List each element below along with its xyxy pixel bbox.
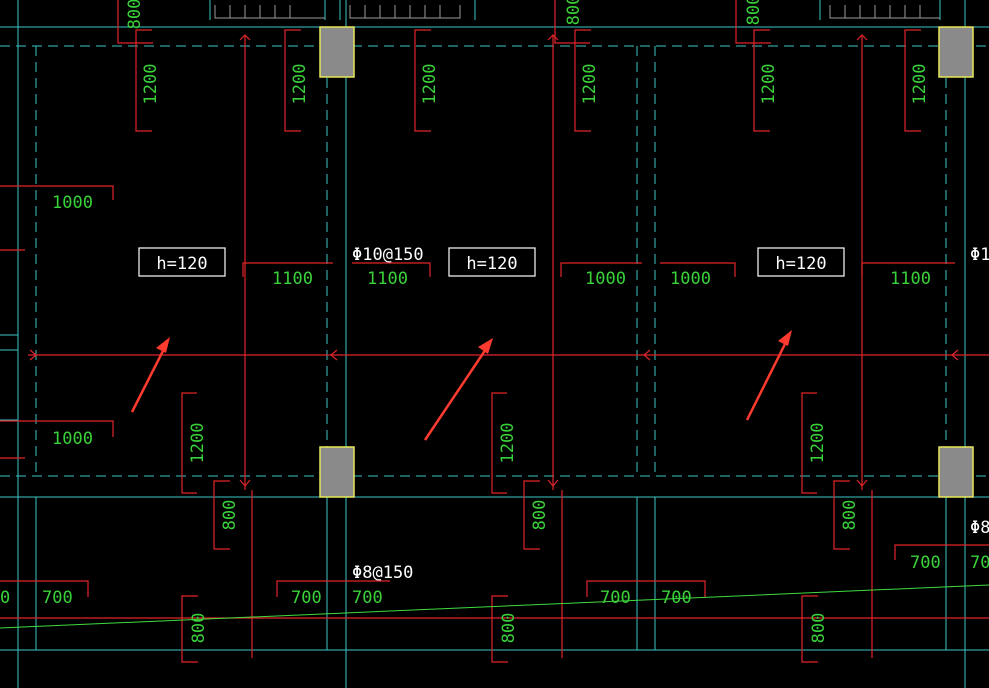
dimension-label: 700 — [352, 588, 383, 608]
rebar-spec-label: Φ1 — [970, 245, 989, 265]
dimension-label: 1200 — [580, 64, 600, 105]
rebar-lines — [0, 0, 989, 663]
slab-thickness-tags[interactable]: h=120 h=120 h=120 — [138, 247, 845, 277]
dimension-label: 1200 — [498, 423, 518, 464]
slab-thickness-label: h=120 — [156, 254, 207, 274]
dimension-label: 800 — [125, 0, 145, 29]
slab-thickness-label: h=120 — [466, 254, 517, 274]
dimension-label: 700 — [661, 588, 692, 608]
dimension-label: 700 — [600, 588, 631, 608]
dimension-label: 1200 — [910, 64, 930, 105]
dimension-label: 1200 — [808, 423, 828, 464]
dimension-label: 1200 — [141, 64, 161, 105]
annotation-arrow — [423, 345, 490, 441]
slab-tag-box[interactable] — [757, 247, 845, 277]
dimension-label: 1000 — [52, 193, 93, 213]
dimension-label: 700 — [910, 553, 941, 573]
dimension-label: 1200 — [420, 64, 440, 105]
dimension-label: 70 — [970, 553, 989, 573]
slab-tag-box[interactable] — [448, 247, 536, 277]
rebar-spec-label: Φ10@150 — [352, 245, 424, 265]
dimension-label: 1200 — [290, 64, 310, 105]
dimension-label: 800 — [189, 613, 209, 644]
column[interactable] — [319, 26, 355, 78]
dimension-label: 1100 — [367, 269, 408, 289]
slope-line — [0, 584, 989, 629]
dimension-label: 1200 — [188, 423, 208, 464]
dimension-label: 800 — [499, 613, 519, 644]
arrow-head-icon — [156, 337, 170, 353]
annotation-arrow — [130, 344, 168, 413]
arrow-head-icon — [778, 330, 792, 346]
slab-tag-box[interactable] — [138, 247, 226, 277]
top-strip-rebar-hints — [214, 5, 940, 19]
dimension-label: 800 — [530, 500, 550, 531]
dimension-label: 1100 — [272, 269, 313, 289]
rebar-spec-label: Φ8 — [970, 518, 989, 538]
dimension-label: 800 — [840, 500, 860, 531]
column[interactable] — [938, 26, 974, 78]
annotation-arrows — [130, 330, 792, 441]
dimension-label: 1200 — [759, 64, 779, 105]
annotation-arrow — [745, 337, 790, 421]
dimension-label: 800 — [744, 0, 764, 25]
dimension-label: 1000 — [52, 429, 93, 449]
dimension-label: 800 — [220, 500, 240, 531]
dimension-label: 1000 — [585, 269, 626, 289]
dimension-label: 800 — [564, 0, 584, 25]
column[interactable] — [938, 446, 974, 498]
dimension-label: 0 — [0, 588, 10, 608]
column[interactable] — [319, 446, 355, 498]
dimension-label: 1000 — [670, 269, 711, 289]
arrow-head-icon — [478, 338, 493, 354]
columns[interactable] — [319, 26, 974, 498]
dimension-label: 1100 — [890, 269, 931, 289]
slab-thickness-label: h=120 — [775, 254, 826, 274]
dimension-label: 700 — [42, 588, 73, 608]
dimension-label: 700 — [291, 588, 322, 608]
dimension-label: 800 — [809, 613, 829, 644]
rebar-spec-labels: Φ10@150 Φ8@150 Φ1 Φ8 — [352, 245, 989, 583]
dimension-labels: 800 800 800 1200 1200 1200 1200 1200 120… — [0, 0, 989, 643]
rebar-spec-label: Φ8@150 — [352, 563, 413, 583]
